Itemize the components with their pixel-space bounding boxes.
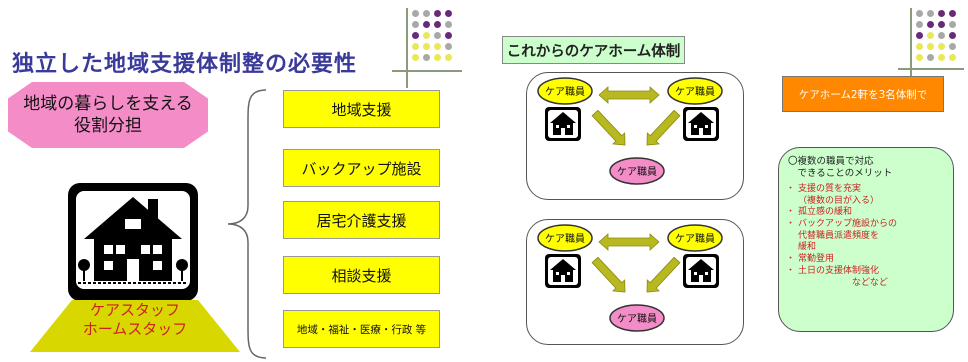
care-staff-oval: ケア職員 (537, 77, 593, 105)
decorative-dot (916, 32, 923, 39)
left-slide: 独立した地域支援体制整の必要性 地域の暮らしを支える 役割分担 ケアスタッフ ホ (0, 0, 480, 362)
care-staff-label: ケア職員 (675, 86, 715, 98)
decorative-dot (445, 32, 452, 39)
curly-brace (227, 89, 267, 359)
decorative-dot (445, 43, 452, 50)
decorative-dot (434, 21, 441, 28)
care-staff-oval: ケア職員 (609, 157, 665, 185)
house-icon (545, 107, 581, 141)
care-staff-oval: ケア職員 (667, 77, 723, 105)
care-home-group-2: ケア職員ケア職員ケア職員 (526, 219, 744, 345)
support-item-community-welfare: 地域・福祉・医療・行政 等 (283, 310, 440, 348)
house-icon (68, 183, 198, 301)
arrow (591, 109, 626, 146)
support-item-community: 地域支援 (283, 90, 440, 128)
decorative-dot (423, 32, 430, 39)
decorative-dot (445, 10, 452, 17)
arrow (646, 109, 681, 146)
decorative-dot (412, 32, 419, 39)
double-arrow (598, 86, 660, 104)
decorative-dot (949, 21, 956, 28)
care-staff-oval: ケア職員 (609, 304, 665, 332)
decorative-dot (927, 10, 934, 17)
merits-list: 支援の質を充実 （複数の目が入る） 孤立感の緩和 バックアップ施設からの 代替職… (786, 184, 950, 289)
house-icon (683, 254, 719, 288)
care-staff-label: ケア職員 (675, 233, 715, 245)
decorative-dot (938, 32, 945, 39)
decorative-dot (949, 54, 956, 61)
decorative-dot (927, 54, 934, 61)
care-staff-oval: ケア職員 (537, 224, 593, 252)
octagon-label: 地域の暮らしを支える 役割分担 (23, 93, 193, 136)
decorative-vertical-line (910, 8, 912, 86)
slide-title: 独立した地域支援体制整の必要性 (12, 52, 358, 77)
care-staff-label: ケア職員 (545, 86, 585, 98)
role-sharing-octagon: 地域の暮らしを支える 役割分担 (8, 82, 208, 148)
decorative-dot (927, 43, 934, 50)
merits-heading: 〇複数の職員で対応 できることのメリット (788, 156, 893, 179)
slide-title: これからのケアホーム体制 (502, 36, 685, 64)
care-staff-oval: ケア職員 (667, 224, 723, 252)
staff-label: ケアスタッフ ホームスタッフ (82, 301, 188, 338)
care-staff-label: ケア職員 (617, 166, 657, 178)
merit-item: 常勤登用 (786, 254, 950, 266)
decorative-dot (949, 32, 956, 39)
decorative-dot (423, 54, 430, 61)
decorative-dot (434, 32, 441, 39)
decorative-dot (916, 43, 923, 50)
decorative-dot (434, 43, 441, 50)
double-arrow (598, 233, 660, 251)
decorative-dot-grid (916, 10, 956, 61)
decorative-dot (423, 43, 430, 50)
decorative-dot (434, 54, 441, 61)
decorative-dot (938, 54, 945, 61)
decorative-horizontal-line (898, 68, 964, 70)
support-item-consultation: 相談支援 (283, 256, 440, 294)
support-item-backup-facility: バックアップ施設 (283, 149, 440, 187)
decorative-dot (938, 21, 945, 28)
support-item-home-care: 居宅介護支援 (283, 201, 440, 239)
decorative-dot (423, 21, 430, 28)
decorative-vertical-line (406, 8, 408, 88)
decorative-dot (916, 10, 923, 17)
care-staff-label: ケア職員 (617, 313, 657, 325)
decorative-dot (916, 21, 923, 28)
decorative-dot (916, 54, 923, 61)
decorative-dot (938, 10, 945, 17)
merit-item: 支援の質を充実 （複数の目が入る） (786, 184, 950, 207)
decorative-dot (927, 21, 934, 28)
decorative-dot (412, 43, 419, 50)
care-staff-label: ケア職員 (545, 233, 585, 245)
decorative-horizontal-line (392, 70, 462, 72)
care-home-group-1: ケア職員ケア職員ケア職員 (526, 72, 744, 200)
decorative-dot (938, 43, 945, 50)
arrow (646, 256, 681, 293)
decorative-dot (927, 32, 934, 39)
decorative-dot (445, 21, 452, 28)
decorative-dot (949, 43, 956, 50)
arrow (591, 256, 626, 293)
house-icon (545, 254, 581, 288)
merit-item: 土日の支援体制強化 などなど (786, 266, 950, 289)
decorative-dot (445, 54, 452, 61)
decorative-dot-grid (412, 10, 452, 61)
right-slide: これからのケアホーム体制 ケア職員ケア職員ケア職員 ケア職員ケア職員ケア職員 ケ… (488, 0, 968, 362)
decorative-dot (434, 10, 441, 17)
house-icon (683, 107, 719, 141)
decorative-dot (412, 21, 419, 28)
decorative-dot (423, 10, 430, 17)
decorative-dot (412, 10, 419, 17)
staffing-note: ケアホーム2軒を3名体制で (782, 76, 944, 112)
merit-item: バックアップ施設からの 代替職員派遣頻度を 緩和 (786, 219, 950, 254)
decorative-dot (949, 10, 956, 17)
merit-item: 孤立感の緩和 (786, 207, 950, 219)
decorative-dot (412, 54, 419, 61)
